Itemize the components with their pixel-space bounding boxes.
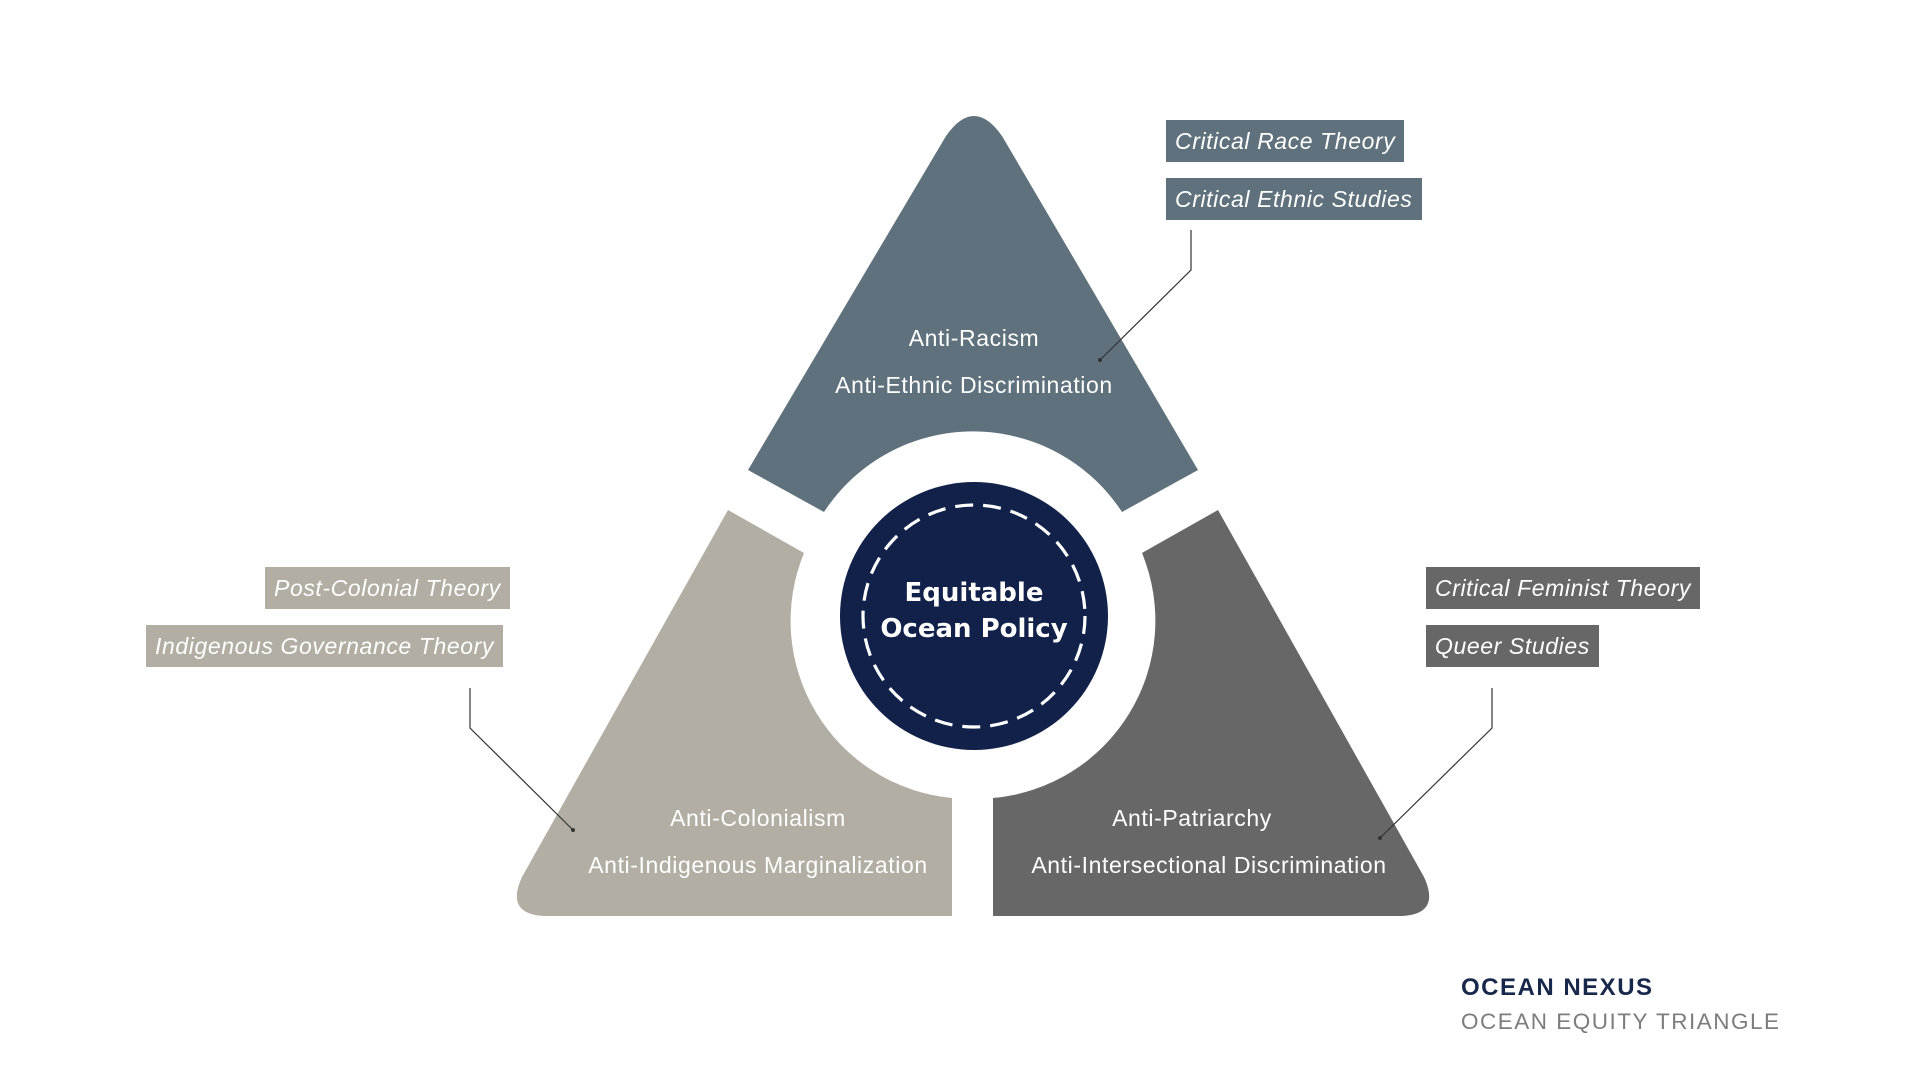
theory-tag-queer-studies: Queer Studies bbox=[1426, 625, 1599, 667]
left-label-line2: Anti-Indigenous Marginalization bbox=[588, 852, 928, 878]
right-connector-line bbox=[1379, 688, 1493, 839]
brand-subtitle: OCEAN EQUITY TRIANGLE bbox=[1461, 1009, 1781, 1034]
theory-tag-post-colonial-theory: Post-Colonial Theory bbox=[265, 567, 510, 609]
theory-tag-indigenous-governance-theory: Indigenous Governance Theory bbox=[146, 625, 504, 667]
segment-right bbox=[993, 510, 1430, 916]
theory-tag-critical-ethnic-studies: Critical Ethnic Studies bbox=[1166, 178, 1422, 220]
top-label-line2: Anti-Ethnic Discrimination bbox=[835, 372, 1113, 398]
left-connector-line bbox=[469, 688, 574, 831]
segment-top bbox=[748, 116, 1198, 512]
brand-name: OCEAN NEXUS bbox=[1461, 974, 1654, 1001]
right-label-line2: Anti-Intersectional Discrimination bbox=[1031, 852, 1386, 878]
center-circle bbox=[840, 482, 1108, 750]
center-dashed-ring bbox=[861, 503, 1087, 729]
top-connector-line bbox=[1099, 230, 1192, 361]
right-label-line1: Anti-Patriarchy bbox=[1112, 805, 1272, 831]
left-label-line1: Anti-Colonialism bbox=[670, 805, 846, 831]
center-title-line2: Ocean Policy bbox=[880, 614, 1067, 644]
theory-tag-critical-race-theory: Critical Race Theory bbox=[1166, 120, 1405, 162]
left-connector-dot bbox=[571, 828, 575, 832]
theory-tag-critical-feminist-theory: Critical Feminist Theory bbox=[1426, 567, 1700, 609]
top-connector-dot bbox=[1098, 358, 1102, 362]
right-connector-dot bbox=[1378, 836, 1382, 840]
top-label-line1: Anti-Racism bbox=[909, 325, 1040, 351]
segment-left bbox=[516, 510, 952, 916]
center-title-line1: Equitable bbox=[905, 578, 1044, 608]
